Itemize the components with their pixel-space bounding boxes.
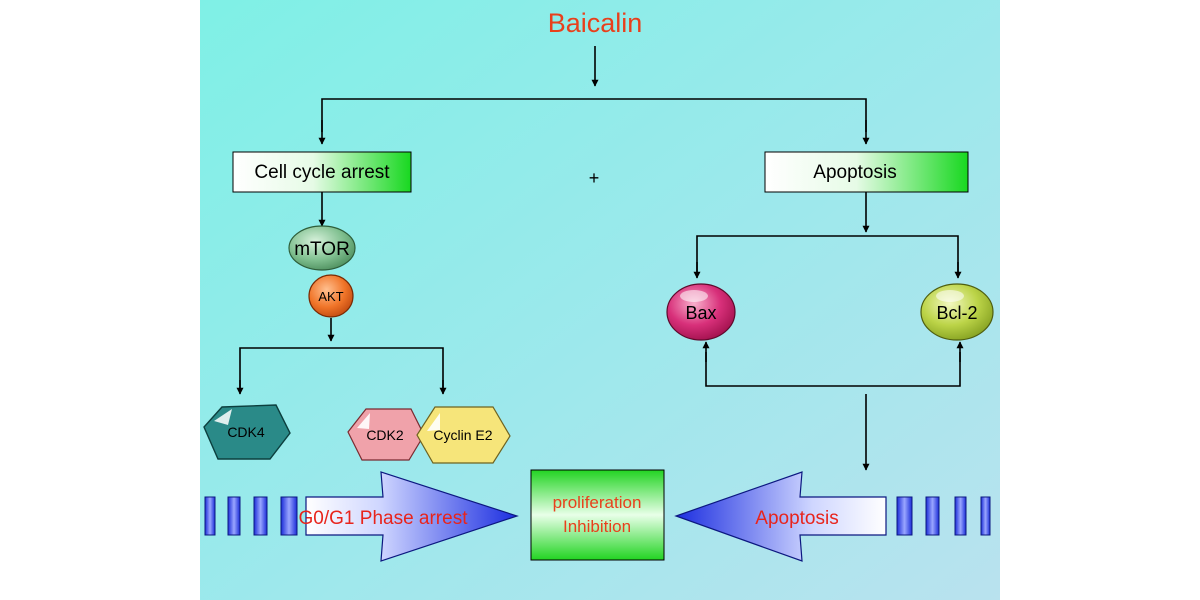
cdk2-node [347, 408, 425, 461]
center-line-1: proliferation [553, 493, 642, 512]
cdk4-label: CDK4 [227, 424, 265, 440]
apoptosis-box [764, 151, 969, 193]
right-branch-connectors [693, 192, 964, 471]
right-apoptosis-arrow [674, 471, 887, 562]
bcl2-highlight [936, 290, 964, 302]
left-phase-arrow [305, 471, 519, 562]
mtor-node [288, 225, 356, 271]
proliferation-inhibition-box [530, 469, 665, 561]
right-stripe-bars [896, 496, 991, 536]
mtor-label: mTOR [294, 239, 350, 260]
akt-node [308, 274, 354, 318]
akt-label: AKT [318, 289, 343, 304]
apoptosis-box-label: Apoptosis [813, 162, 896, 183]
top-connectors [318, 46, 870, 145]
bcl2-label: Bcl-2 [936, 303, 977, 323]
cyclin-e2-label: Cyclin E2 [433, 427, 492, 443]
cdk4-node [203, 404, 291, 460]
cell-cycle-arrest-label: Cell cycle arrest [254, 162, 390, 183]
title-baicalin: Baicalin [548, 8, 643, 38]
left-stripe-bars [204, 496, 298, 536]
cyclin-e2-node [416, 406, 511, 464]
bax-highlight [680, 290, 708, 302]
plus-sign: + [589, 168, 600, 188]
left-branch-connectors [236, 192, 447, 395]
left-arrow-label: G0/G1 Phase arrest [299, 508, 469, 529]
bax-label: Bax [685, 303, 716, 323]
right-arrow-label: Apoptosis [755, 508, 838, 529]
center-line-2: Inhibition [563, 517, 631, 536]
cdk2-label: CDK2 [366, 427, 404, 443]
